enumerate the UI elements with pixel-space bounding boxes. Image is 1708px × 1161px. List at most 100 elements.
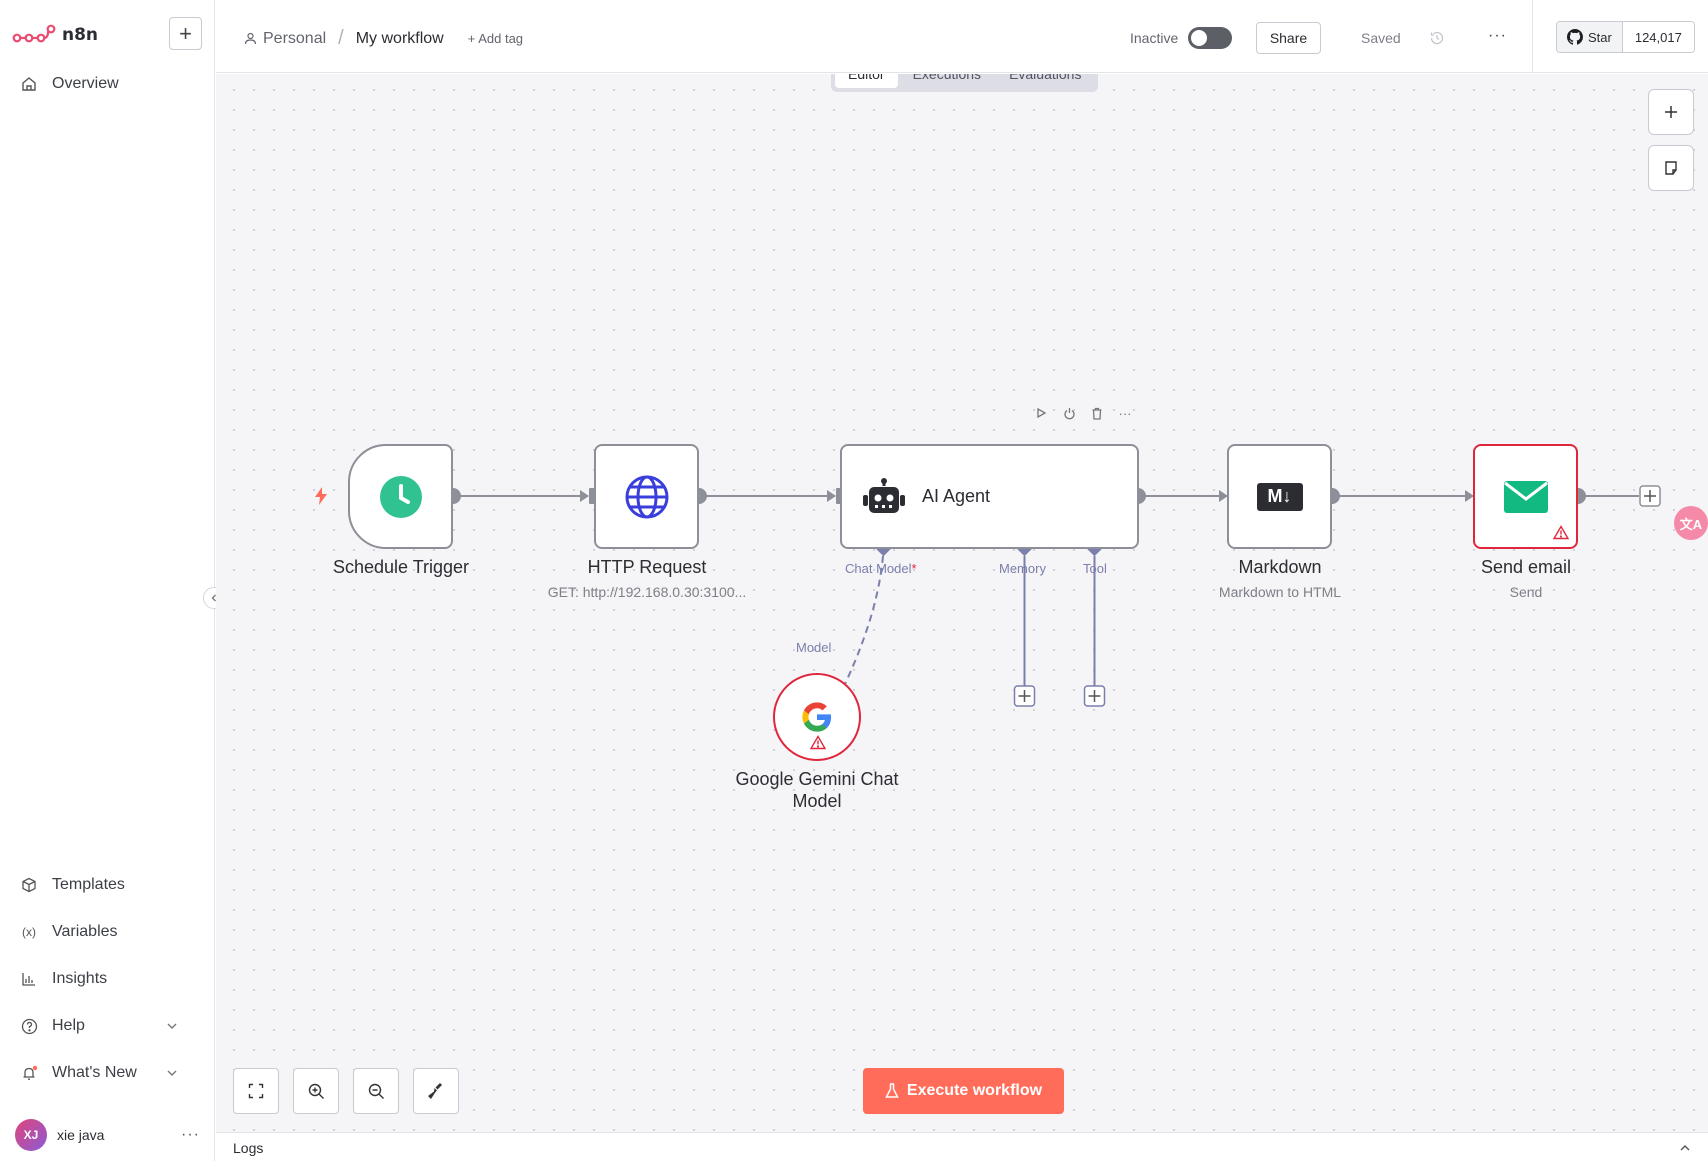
chevron-down-icon[interactable] <box>165 1019 179 1033</box>
header-divider <box>1532 0 1533 73</box>
sidebar-item-templates[interactable]: Templates <box>20 870 125 900</box>
node-title: Schedule Trigger <box>332 557 470 577</box>
warning-icon[interactable] <box>1553 525 1569 540</box>
fit-view-button[interactable] <box>233 1068 279 1114</box>
workflow-status-label: Inactive <box>1130 30 1179 46</box>
node-title-line: Google Gemini Chat <box>735 769 899 789</box>
tab-editor[interactable]: Editor <box>835 74 898 88</box>
sidebar-item-label: Templates <box>52 876 125 893</box>
fullscreen-icon <box>248 1083 264 1099</box>
trash-icon[interactable] <box>1088 404 1106 422</box>
sidebar-item-label: Overview <box>52 75 119 92</box>
arrow-head <box>1465 490 1474 502</box>
model-label: Model <box>796 640 832 655</box>
variable-icon: (x) <box>22 925 36 939</box>
plus-icon <box>1018 690 1031 702</box>
logs-panel-bar[interactable]: Logs <box>216 1132 1708 1161</box>
clock-icon <box>379 475 422 518</box>
zoom-in-button[interactable] <box>293 1068 339 1114</box>
execute-label: Execute workflow <box>906 1082 1043 1099</box>
sidebar-item-whats-new[interactable]: What's New <box>20 1058 137 1088</box>
power-icon[interactable] <box>1060 404 1078 422</box>
play-icon[interactable] <box>1032 404 1050 422</box>
user-name: xie java <box>57 1127 105 1143</box>
warning-icon[interactable] <box>810 735 826 750</box>
node-subtitle: Markdown to HTML <box>1218 584 1342 600</box>
sidebar-item-label: Variables <box>52 923 118 940</box>
port-label-text: Chat Model <box>845 561 912 576</box>
arrow-head <box>1219 490 1228 502</box>
sidebar-item-overview[interactable]: Overview <box>20 69 119 99</box>
trigger-bolt-icon <box>315 487 327 505</box>
node-send-email[interactable] <box>1473 444 1578 549</box>
globe-icon <box>625 475 668 518</box>
user-menu-button[interactable]: ··· <box>181 1126 200 1143</box>
github-star-button[interactable]: Star <box>1557 22 1623 52</box>
node-title: Markdown <box>1238 557 1322 577</box>
node-schedule-trigger[interactable] <box>348 444 453 549</box>
flask-icon <box>885 1083 899 1098</box>
tool-label: Tool <box>1083 561 1107 576</box>
chevron-down-icon[interactable] <box>165 1066 179 1080</box>
user-profile[interactable]: XJ xie java ··· <box>15 1118 200 1152</box>
node-markdown[interactable]: M↓ <box>1227 444 1332 549</box>
node-ai-agent[interactable]: AI Agent <box>840 444 1139 549</box>
broom-icon <box>428 1083 442 1099</box>
view-tabs: Editor Executions Evaluations <box>831 74 1099 92</box>
node-title: HTTP Request <box>587 557 707 577</box>
home-icon <box>20 75 38 93</box>
node-title: AI Agent <box>922 486 991 506</box>
zoom-in-icon <box>308 1083 324 1099</box>
tab-evaluations[interactable]: Evaluations <box>1009 74 1082 82</box>
tab-executions[interactable]: Executions <box>912 74 982 82</box>
avatar: XJ <box>15 1119 47 1151</box>
add-node-button[interactable] <box>1648 89 1694 135</box>
execute-workflow-button[interactable]: Execute workflow <box>863 1068 1064 1114</box>
node-subtitle: GET: http://192.168.0.30:3100... <box>547 584 747 600</box>
toggle-knob <box>1191 30 1207 46</box>
chevron-up-icon[interactable] <box>1678 1141 1692 1155</box>
node-google-gemini-chat-model[interactable] <box>773 673 861 761</box>
sidebar-item-help[interactable]: Help <box>20 1011 85 1041</box>
chat-model-label: Chat Model* <box>845 561 917 576</box>
history-icon[interactable] <box>1429 30 1445 46</box>
model-connection-line <box>817 555 884 737</box>
chevron-left-icon <box>211 594 216 602</box>
node-http-request[interactable] <box>594 444 699 549</box>
breadcrumb-separator: / <box>338 27 344 49</box>
n8n-logo[interactable]: n8n <box>12 18 98 52</box>
zoom-out-icon <box>368 1083 384 1099</box>
github-star-widget[interactable]: Star 124,017 <box>1556 21 1695 53</box>
zoom-out-button[interactable] <box>353 1068 399 1114</box>
markdown-icon: M↓ <box>1256 482 1303 511</box>
sidebar-item-label: Help <box>52 1017 85 1034</box>
add-sticky-note-button[interactable] <box>1648 145 1694 191</box>
sidebar: n8n + Overview Templates (x) Variables I… <box>0 0 215 1161</box>
sidebar-item-label: What's New <box>52 1064 137 1081</box>
more-icon[interactable]: ··· <box>1118 405 1132 421</box>
node-title: Send email <box>1480 557 1572 577</box>
n8n-logo-icon <box>12 24 56 43</box>
bell-icon <box>20 1064 38 1082</box>
tidy-up-button[interactable] <box>413 1068 459 1114</box>
breadcrumb-project[interactable]: Personal <box>263 29 327 47</box>
workflow-name[interactable]: My workflow <box>355 29 444 47</box>
add-tag-button[interactable]: + Add tag <box>467 31 524 46</box>
github-star-count[interactable]: 124,017 <box>1622 22 1694 52</box>
workflow-canvas[interactable]: Editor Executions Evaluations <box>216 74 1708 1132</box>
sidebar-item-variables[interactable]: (x) Variables <box>20 917 118 947</box>
chart-icon <box>20 970 38 988</box>
google-icon <box>802 702 832 732</box>
logo-text: n8n <box>62 25 99 45</box>
translate-badge[interactable]: 文A <box>1674 506 1708 540</box>
saved-status: Saved <box>1361 30 1401 46</box>
workflow-menu-button[interactable]: ··· <box>1488 27 1507 44</box>
github-icon <box>1567 29 1583 45</box>
activate-toggle[interactable] <box>1188 27 1232 49</box>
create-new-button[interactable]: + <box>169 17 202 50</box>
memory-label: Memory <box>999 561 1046 576</box>
sidebar-item-insights[interactable]: Insights <box>20 964 107 994</box>
box-icon <box>20 876 38 894</box>
share-button[interactable]: Share <box>1256 22 1321 54</box>
node-title: Google Gemini Chat Model <box>707 768 927 812</box>
